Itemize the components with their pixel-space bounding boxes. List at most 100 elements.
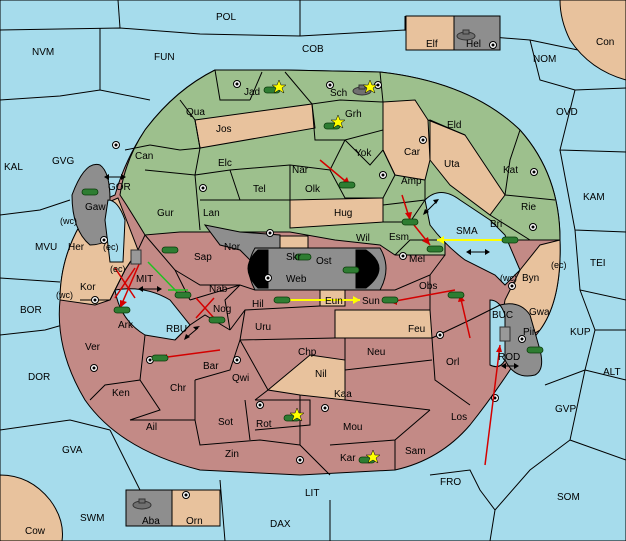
label-nvm: NVM	[32, 47, 54, 58]
land-elf[interactable]	[405, 15, 455, 51]
label-chp: Chp	[298, 347, 317, 358]
label-nor: Nor	[224, 242, 241, 253]
label-buc: BUC	[492, 310, 513, 321]
label-nog: Nog	[213, 304, 231, 315]
label-jos: Jos	[216, 124, 232, 135]
label-uru: Uru	[255, 322, 271, 333]
land-cow[interactable]	[0, 474, 63, 541]
label-esm: Esm	[389, 232, 409, 243]
label-gaw: Gaw	[85, 202, 106, 213]
label-wil: Wil	[356, 233, 370, 244]
fleet-hel-gray[interactable]	[456, 29, 476, 41]
land-con[interactable]	[559, 0, 626, 81]
army-hil[interactable]	[273, 296, 291, 304]
label-grh: Grh	[345, 109, 362, 120]
army-nab[interactable]	[174, 291, 192, 299]
fleet-aba-gray[interactable]	[132, 498, 152, 510]
order-arrows	[104, 159, 519, 466]
army-obs[interactable]	[447, 291, 465, 299]
label-sma: SMA	[456, 226, 478, 237]
label-sun: Sun	[362, 296, 380, 307]
label-hel: Hel	[466, 39, 481, 50]
army-olk[interactable]	[338, 181, 356, 189]
army-ost[interactable]	[342, 266, 360, 274]
land-orn[interactable]	[171, 489, 221, 527]
label-bor: BOR	[20, 305, 42, 316]
label-sap: Sap	[194, 252, 212, 263]
sea-sma[interactable]	[424, 192, 521, 286]
label-elc: Elc	[218, 158, 232, 169]
label-elf: Elf	[426, 39, 438, 50]
sea-gor[interactable]	[104, 199, 126, 263]
star-icon	[365, 449, 381, 464]
label-coast-ec: (ec)	[110, 264, 126, 274]
label-mou: Mou	[343, 422, 362, 433]
label-mel: Mel	[409, 254, 425, 265]
label-car: Car	[404, 147, 421, 158]
label-neu: Neu	[367, 347, 385, 358]
army-gaw[interactable]	[81, 188, 99, 196]
label-fun: FUN	[154, 52, 175, 63]
label-gvp: GVP	[555, 404, 576, 415]
label-orl: Orl	[446, 357, 459, 368]
label-qwi: Qwi	[232, 373, 249, 384]
label-bar: Bar	[203, 361, 219, 372]
label-kat: Kat	[503, 165, 518, 176]
army-nog[interactable]	[208, 316, 226, 324]
fleet-mit-gray[interactable]	[130, 249, 142, 265]
label-gva: GVA	[62, 445, 83, 456]
label-tel: Tel	[253, 184, 266, 195]
label-nil: Nil	[315, 369, 327, 380]
label-sch: Sch	[330, 88, 347, 99]
label-nom: NOM	[533, 54, 556, 65]
labels: POL NVM FUN COB NOM Con KAL GVG OVD KAM …	[4, 12, 621, 537]
label-los: Los	[451, 412, 467, 423]
land-black-west	[247, 249, 269, 289]
army-mel[interactable]	[426, 245, 444, 253]
label-zin: Zin	[225, 449, 239, 460]
label-sam: Sam	[405, 446, 426, 457]
label-hug: Hug	[334, 208, 352, 219]
label-lan: Lan	[203, 208, 220, 219]
label-skr: Skr	[286, 252, 302, 263]
label-olk: Olk	[305, 184, 321, 195]
label-gor: GOR	[108, 182, 131, 193]
army-web[interactable]	[294, 253, 312, 261]
label-som: SOM	[557, 492, 580, 503]
label-gur: Gur	[157, 208, 174, 219]
label-mvu: MVU	[35, 242, 57, 253]
label-ver: Ver	[85, 342, 101, 353]
label-coast-wc: (wc)	[56, 290, 73, 300]
army-esm[interactable]	[401, 218, 419, 226]
label-nar: Nar	[292, 165, 309, 176]
army-ark[interactable]	[113, 306, 131, 314]
label-bri: Bri	[490, 219, 502, 230]
label-coast-wc: (wc)	[500, 273, 517, 283]
army-chr[interactable]	[151, 354, 169, 362]
units	[81, 29, 544, 510]
fleet-rod-gray[interactable]	[499, 326, 511, 342]
label-lit: LIT	[305, 488, 319, 499]
label-kar: Kar	[340, 453, 356, 464]
army-sap[interactable]	[161, 246, 179, 254]
label-kup: KUP	[570, 327, 591, 338]
label-alt: ALT	[603, 367, 621, 378]
label-eld: Eld	[447, 120, 461, 131]
label-mit: MIT	[136, 274, 153, 285]
label-kal: KAL	[4, 162, 23, 173]
label-gvg: GVG	[52, 156, 74, 167]
army-pir[interactable]	[526, 346, 544, 354]
label-coast-wc: (wc)	[60, 216, 77, 226]
label-coast-ec: (ec)	[551, 260, 567, 270]
label-kam: KAM	[583, 192, 605, 203]
army-sun[interactable]	[381, 296, 399, 304]
star-icon	[362, 79, 378, 94]
army-bri[interactable]	[501, 236, 519, 244]
label-eun: Eun	[325, 296, 343, 307]
label-qua: Qua	[186, 107, 205, 118]
label-sot: Sot	[218, 417, 233, 428]
label-ovd: OVD	[556, 107, 578, 118]
label-rot: Rot	[256, 419, 272, 430]
